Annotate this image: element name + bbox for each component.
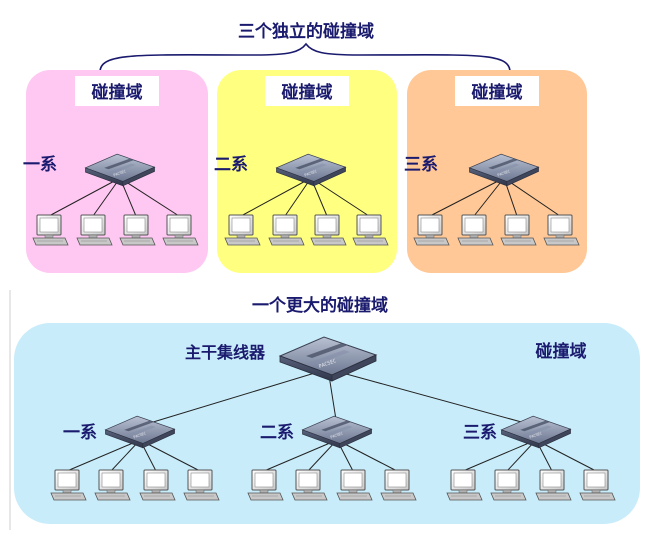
domain-label: 碰撞域 [92,82,143,103]
domain-label-bg [75,76,159,106]
backbone-cable [139,368,329,427]
domain-label-bg [265,76,349,106]
large-domain-label: 碰撞域 [536,341,587,362]
hub-pc-cable [429,177,505,217]
department-label: 三系 [404,155,438,175]
hub-pc-cable [119,177,180,217]
domain-label-bg [455,76,539,106]
hub-pc-cable [66,439,141,472]
hub-pc-cable [473,177,505,217]
department-label: 二系 [214,155,248,175]
hub-pc-cable [92,177,121,217]
department-label: 一系 [63,423,97,443]
sub-network-1: 一系 [50,415,220,501]
department-label: 三系 [463,423,497,443]
hub-pc-cable [503,177,561,217]
domain-label: 碰撞域 [472,82,523,103]
department-label: 二系 [260,423,294,443]
domain-label: 碰撞域 [282,82,333,103]
backbone-hub-label: 主干集线器 [185,343,266,362]
brace [99,42,511,73]
sub-network-3: 三系 [446,415,616,501]
hub-pc-cable [48,177,121,217]
hub-pc-cable [240,177,312,217]
hub-pc-cable [263,439,338,472]
bottom-network: 一系 二系 三系 [50,336,616,501]
department-label: 一系 [23,155,57,175]
hub-pc-cable [462,439,537,472]
top-title: 三个独立的碰撞域 [238,21,374,42]
hub-pc-cable [336,439,398,472]
hub-pc-cable [139,439,201,472]
hub-pc-cable [310,177,370,217]
sub-network-2: 二系 [247,415,417,501]
hub-pc-cable [535,439,597,472]
bottom-title: 一个更大的碰撞域 [252,295,388,316]
hub-pc-cable [284,177,312,217]
backbone-cable [327,368,537,427]
